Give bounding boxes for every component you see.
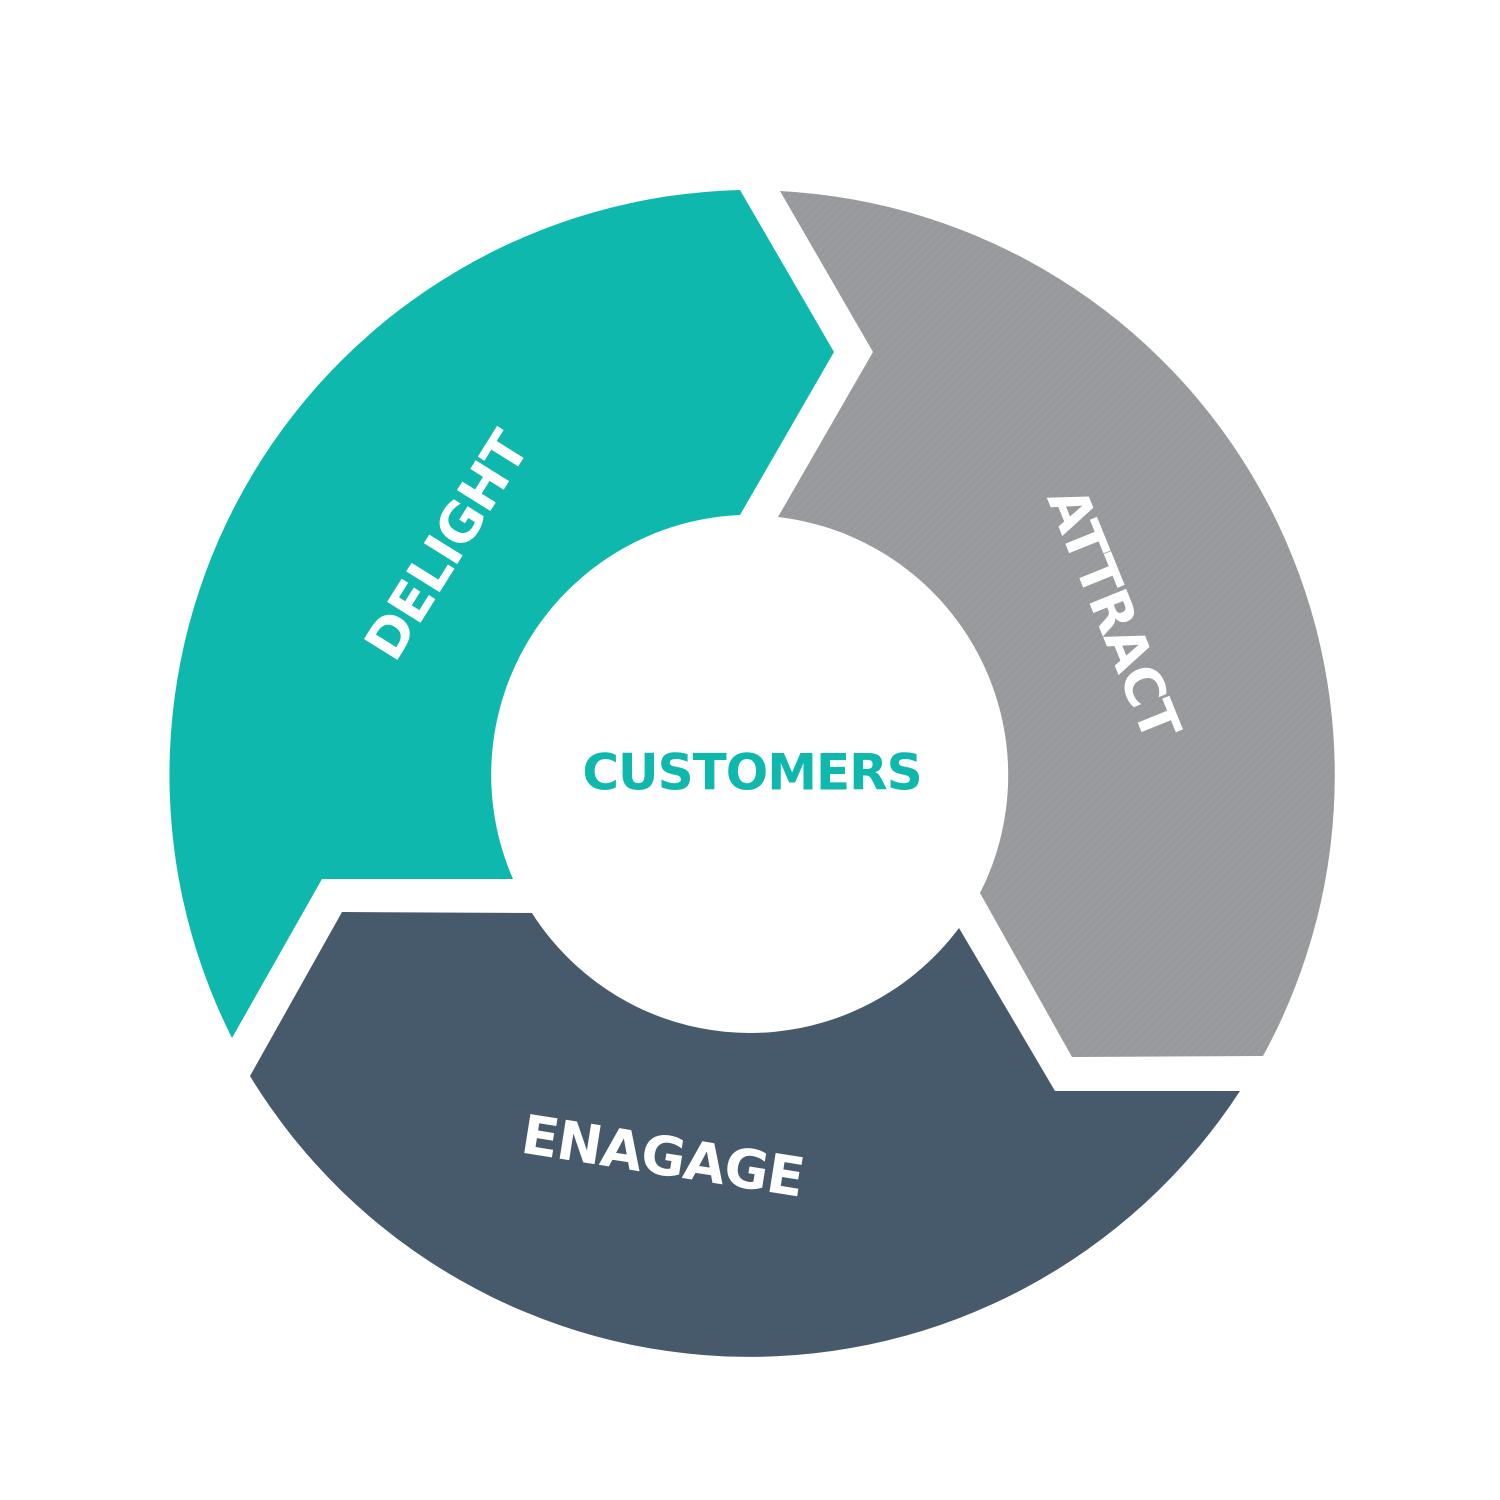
attract-segment-texture (778, 191, 1335, 1057)
delight-segment (169, 190, 834, 1038)
engage-segment (250, 912, 1240, 1357)
customers-label: CUSTOMERS (582, 744, 921, 802)
center-circle (492, 517, 1008, 1033)
